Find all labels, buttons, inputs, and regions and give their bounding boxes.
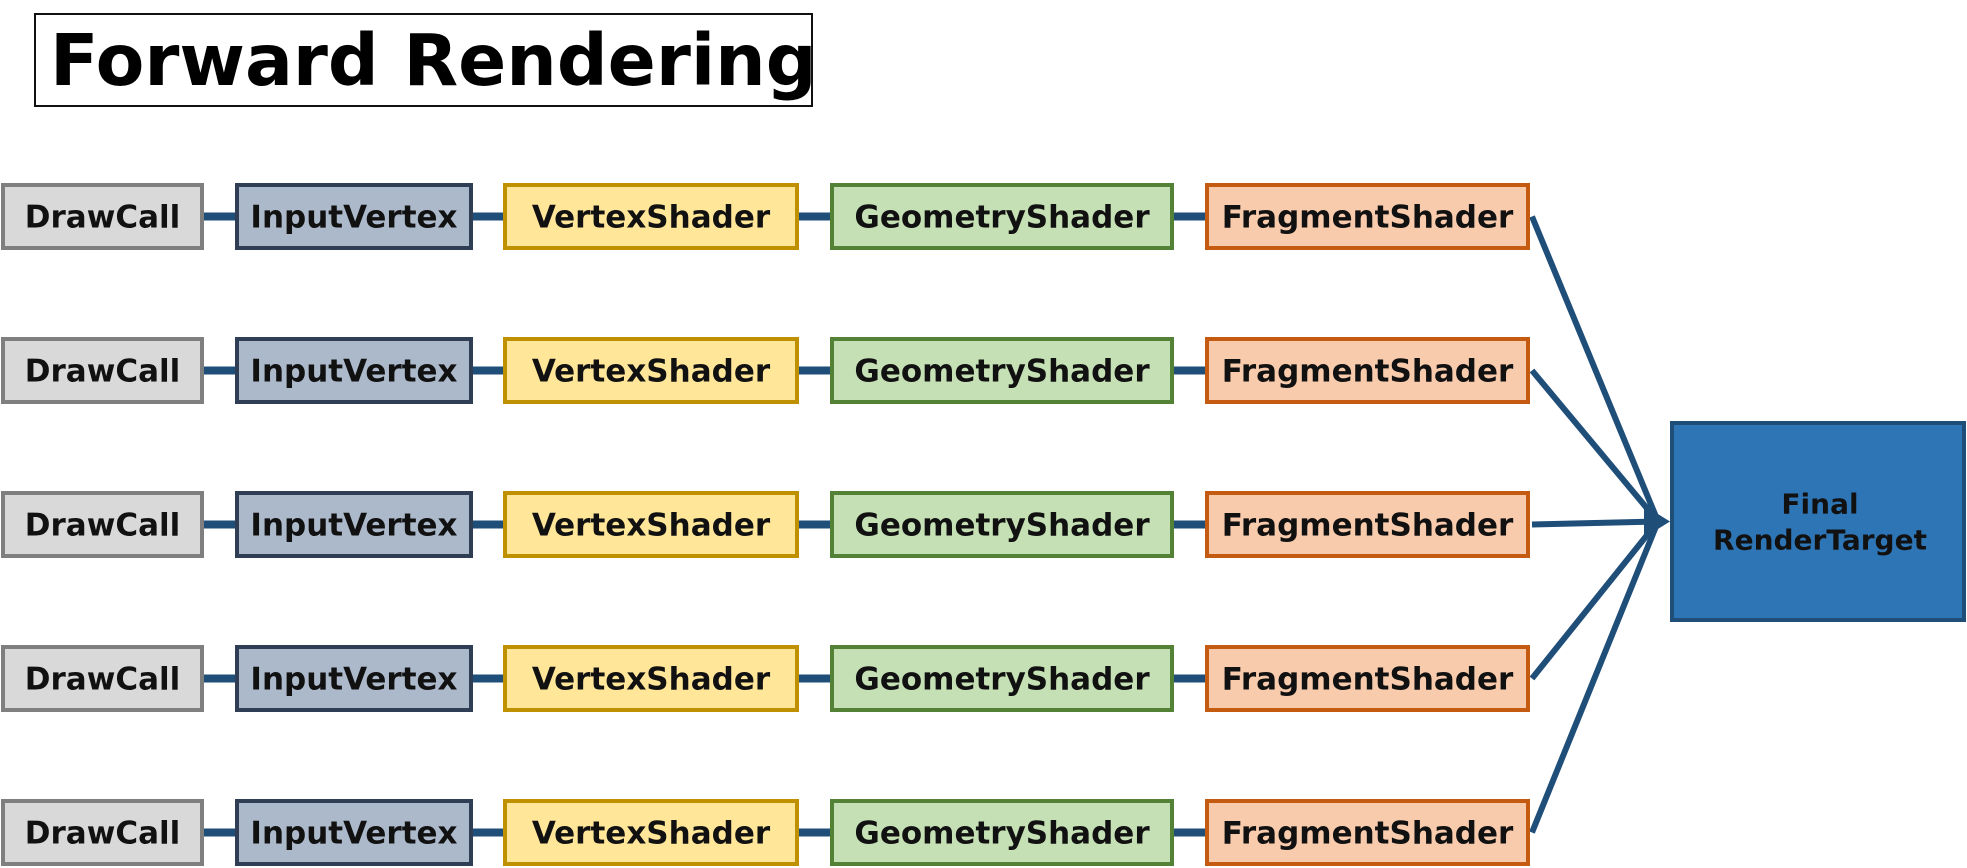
stage-box: [830, 337, 1174, 404]
stage-box: [1205, 799, 1530, 866]
stage-label: GeometryShader: [854, 662, 1150, 698]
merge-connector: [1529, 215, 1661, 523]
stage-box: [1205, 645, 1530, 712]
stage-label: FragmentShader: [1222, 354, 1514, 390]
diagram-title: Forward Rendering: [34, 13, 813, 107]
target-box: [1670, 421, 1966, 622]
stage-label: GeometryShader: [854, 354, 1150, 390]
connector-lines: [204, 212, 1670, 837]
target-label-line: RenderTarget: [1713, 524, 1927, 557]
pipeline-row: DrawCall InputVertex VertexShader GeometryS…: [1, 491, 1530, 558]
pipeline-row: DrawCall InputVertex VertexShader GeometryS…: [1, 799, 1530, 866]
stage-vertexshader: VertexShader: [503, 645, 799, 712]
stage-label: DrawCall: [25, 200, 181, 236]
stage-label: DrawCall: [25, 816, 181, 852]
merge-connector: [1529, 368, 1661, 524]
stage-label: DrawCall: [25, 354, 181, 390]
stage-label: FragmentShader: [1222, 816, 1514, 852]
stage-geometryshader: GeometryShader: [830, 799, 1174, 866]
stage-fragmentshader: FragmentShader: [1205, 799, 1530, 866]
stage-geometryshader: GeometryShader: [830, 491, 1174, 558]
stage-box: [1, 799, 204, 866]
stage-inputvertex: InputVertex: [235, 183, 473, 250]
stage-box: [1, 183, 204, 250]
stage-fragmentshader: FragmentShader: [1205, 645, 1530, 712]
stage-box: [503, 183, 799, 250]
stage-geometryshader: GeometryShader: [830, 645, 1174, 712]
stage-vertexshader: VertexShader: [503, 799, 799, 866]
merge-connector: [1531, 518, 1659, 528]
pipeline-row: DrawCall InputVertex VertexShader GeometryS…: [1, 183, 1530, 250]
stage-vertexshader: VertexShader: [503, 491, 799, 558]
stage-drawcall: DrawCall: [1, 491, 204, 558]
stage-label: DrawCall: [25, 508, 181, 544]
stage-fragmentshader: FragmentShader: [1205, 183, 1530, 250]
stage-box: [235, 337, 473, 404]
stage-label: VertexShader: [532, 662, 771, 698]
stage-drawcall: DrawCall: [1, 799, 204, 866]
stage-drawcall: DrawCall: [1, 183, 204, 250]
stage-label: GeometryShader: [854, 200, 1150, 236]
target-label-line: Final: [1781, 488, 1858, 521]
stage-box: [503, 799, 799, 866]
stage-box: [503, 491, 799, 558]
stage-label: InputVertex: [250, 200, 457, 236]
stage-inputvertex: InputVertex: [235, 491, 473, 558]
stage-label: FragmentShader: [1222, 662, 1514, 698]
stage-box: [1205, 491, 1530, 558]
stage-label: VertexShader: [532, 508, 771, 544]
stage-label: DrawCall: [25, 662, 181, 698]
stage-box: [830, 799, 1174, 866]
stage-geometryshader: GeometryShader: [830, 337, 1174, 404]
stage-box: [235, 491, 473, 558]
stage-box: [1, 491, 204, 558]
stage-box: [1205, 183, 1530, 250]
stage-box: [235, 183, 473, 250]
stage-box: [503, 337, 799, 404]
stage-vertexshader: VertexShader: [503, 183, 799, 250]
stage-label: InputVertex: [250, 508, 457, 544]
stage-label: VertexShader: [532, 354, 771, 390]
stage-box: [1205, 337, 1530, 404]
stage-label: VertexShader: [532, 816, 771, 852]
pipeline-row: DrawCall InputVertex VertexShader GeometryS…: [1, 645, 1530, 712]
stage-drawcall: DrawCall: [1, 337, 204, 404]
stage-label: InputVertex: [250, 354, 457, 390]
stage-box: [235, 799, 473, 866]
stage-label: FragmentShader: [1222, 508, 1514, 544]
stage-fragmentshader: FragmentShader: [1205, 491, 1530, 558]
stage-box: [830, 645, 1174, 712]
stage-box: [1, 645, 204, 712]
stage-label: InputVertex: [250, 816, 457, 852]
stage-box: [503, 645, 799, 712]
merge-connector: [1529, 519, 1661, 681]
stage-inputvertex: InputVertex: [235, 645, 473, 712]
merge-connector: [1529, 520, 1661, 834]
stage-label: VertexShader: [532, 200, 771, 236]
stage-label: InputVertex: [250, 662, 457, 698]
pipeline-row: DrawCall InputVertex VertexShader GeometryS…: [1, 337, 1530, 404]
stage-label: GeometryShader: [854, 508, 1150, 544]
stage-fragmentshader: FragmentShader: [1205, 337, 1530, 404]
stage-geometryshader: GeometryShader: [830, 183, 1174, 250]
stage-box: [1, 337, 204, 404]
stage-box: [830, 491, 1174, 558]
arrow-head: [1644, 505, 1670, 538]
stage-box: [235, 645, 473, 712]
stage-vertexshader: VertexShader: [503, 337, 799, 404]
stage-label: FragmentShader: [1222, 200, 1514, 236]
stage-inputvertex: InputVertex: [235, 337, 473, 404]
stage-drawcall: DrawCall: [1, 645, 204, 712]
stage-label: GeometryShader: [854, 816, 1150, 852]
stage-inputvertex: InputVertex: [235, 799, 473, 866]
stage-box: [830, 183, 1174, 250]
